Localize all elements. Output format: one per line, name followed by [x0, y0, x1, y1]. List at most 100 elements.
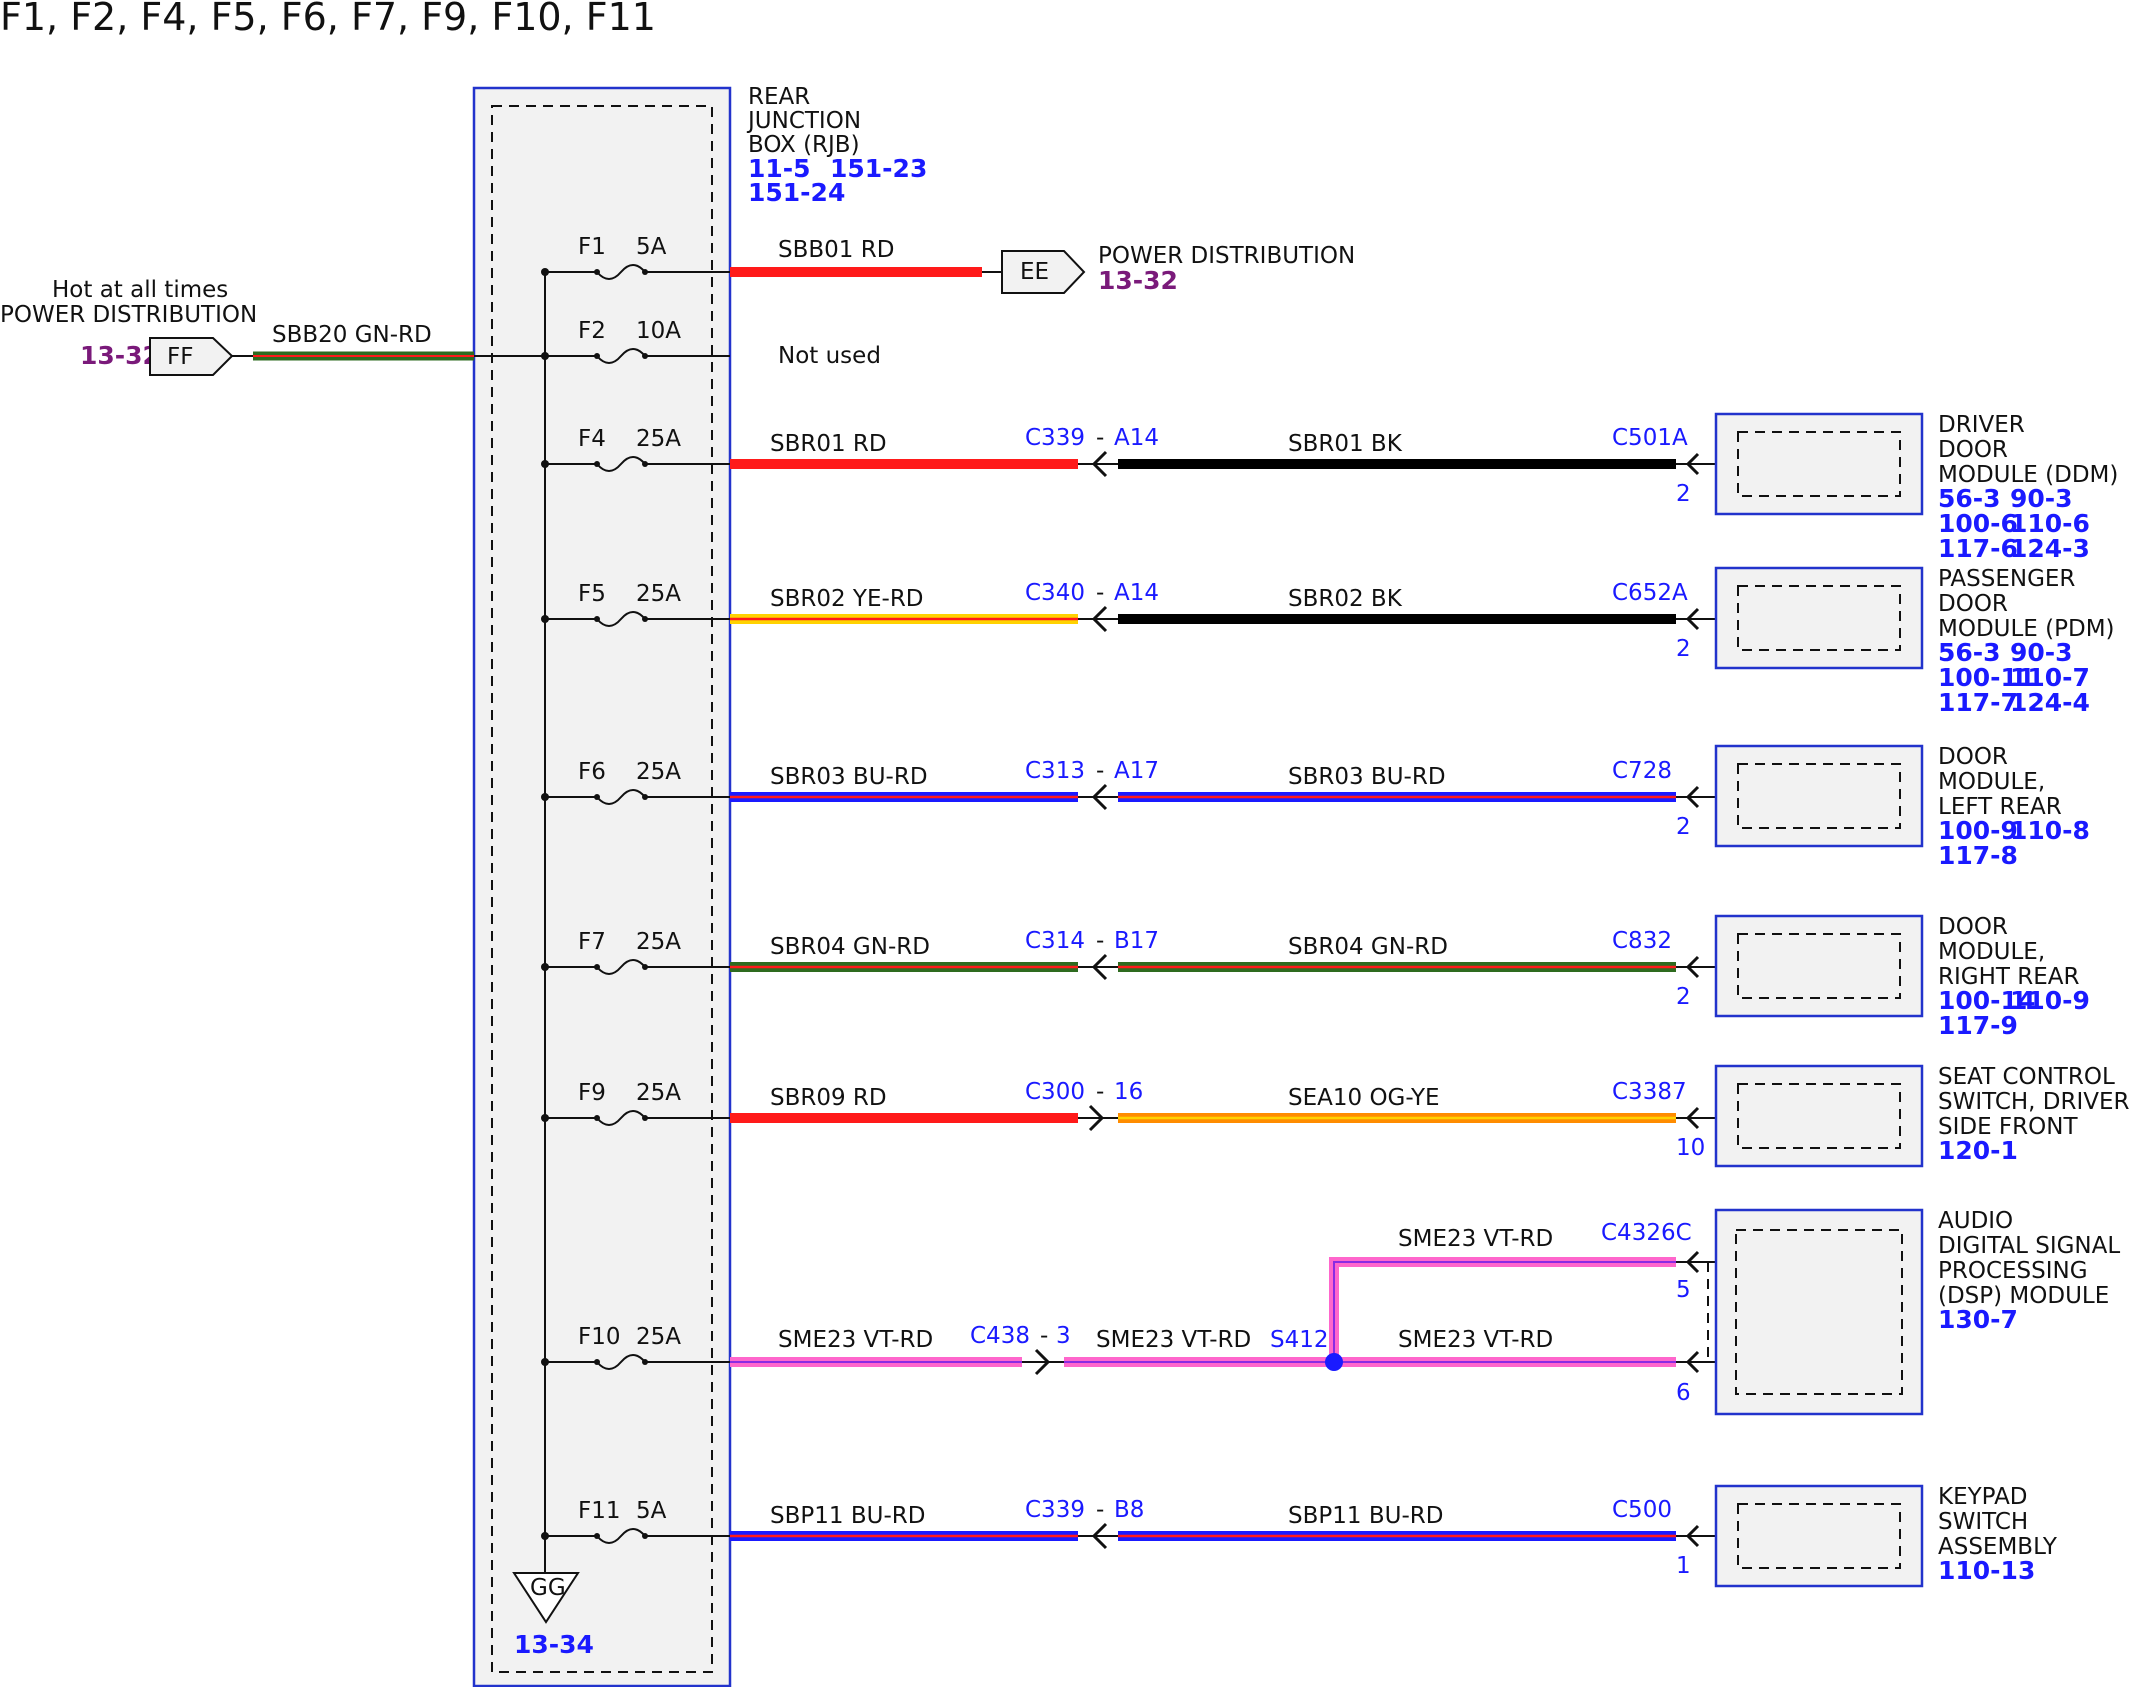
- connector-ff[interactable]: [149, 337, 234, 376]
- inline-connector-label[interactable]: C314: [1025, 928, 1085, 954]
- inline-connector-label[interactable]: C339: [1025, 1497, 1085, 1523]
- dsp-name-line: (DSP) MODULE: [1938, 1283, 2109, 1309]
- module-ref-link[interactable]: 56-3: [1938, 638, 2001, 667]
- power-distribution-label: POWER DISTRIBUTION: [1098, 243, 1355, 269]
- end-pin-label: 2: [1676, 814, 1691, 840]
- rjb-ref-link[interactable]: 11-5: [748, 154, 811, 183]
- rjb-ref-link[interactable]: 151-24: [748, 178, 845, 207]
- module-ref-link[interactable]: 117-7: [1938, 688, 2018, 717]
- module-box[interactable]: [1714, 566, 1924, 670]
- end-connector-label[interactable]: C500: [1612, 1497, 1672, 1523]
- fuse-f4-symbol[interactable]: [596, 456, 646, 472]
- fuse-id-label: F1: [578, 234, 606, 260]
- connector-ee[interactable]: [1001, 250, 1086, 294]
- inline-connector-arrow: [1091, 605, 1108, 633]
- fuse-f6-symbol[interactable]: [596, 789, 646, 805]
- pin-6-label: 6: [1676, 1380, 1691, 1406]
- end-connector-label[interactable]: C3387: [1612, 1079, 1687, 1105]
- module-box[interactable]: [1714, 1064, 1924, 1168]
- fuse-f7-symbol[interactable]: [596, 959, 646, 975]
- end-connector-label[interactable]: C501A: [1612, 425, 1688, 451]
- module-name-line: RIGHT REAR: [1938, 964, 2079, 990]
- module-name-line: DRIVER: [1938, 412, 2025, 438]
- input-line-2: POWER DISTRIBUTION: [0, 302, 257, 328]
- module-ref-link[interactable]: 100-11: [1938, 663, 2035, 692]
- dsp-module-box[interactable]: [1714, 1208, 1924, 1416]
- fuse-terminal: [594, 1115, 600, 1121]
- end-pin-label: 2: [1676, 481, 1691, 507]
- module-box[interactable]: [1714, 412, 1924, 516]
- connector-c438-pin: 3: [1056, 1323, 1071, 1349]
- module-ref-link[interactable]: 110-6: [2010, 509, 2090, 538]
- module-box[interactable]: [1714, 914, 1924, 1018]
- fuse-terminal: [594, 269, 600, 275]
- rear-junction-box[interactable]: [472, 86, 732, 1687]
- fuse-f11-symbol[interactable]: [596, 1528, 646, 1544]
- fuse-terminal: [642, 616, 648, 622]
- module-ref-link[interactable]: 90-3: [2010, 484, 2073, 513]
- connector-ee-label: EE: [1020, 259, 1049, 285]
- splice-s412-label[interactable]: S412: [1270, 1327, 1329, 1353]
- fuse-f1-symbol[interactable]: [596, 264, 646, 280]
- power-distribution-ref-link[interactable]: 13-32: [1098, 266, 1178, 295]
- ground-label: GG: [530, 1575, 566, 1601]
- fuse-terminal: [594, 616, 600, 622]
- fuse-f9-symbol[interactable]: [596, 1110, 646, 1126]
- module-ref-link[interactable]: 100-14: [1938, 986, 2035, 1015]
- module-ref-link[interactable]: 100-9: [1938, 816, 2018, 845]
- dsp-ref-link[interactable]: 130-7: [1938, 1305, 2018, 1334]
- module-ref-link[interactable]: 90-3: [2010, 638, 2073, 667]
- connector-c4326c-label[interactable]: C4326C: [1601, 1220, 1692, 1246]
- input-ref-link[interactable]: 13-32: [80, 341, 160, 370]
- bus-node: [541, 268, 549, 276]
- fuse-f10-symbol[interactable]: [596, 1354, 646, 1370]
- module-ref-link[interactable]: 110-9: [2010, 986, 2090, 1015]
- module-box[interactable]: [1714, 1484, 1924, 1588]
- module-ref-link[interactable]: 110-8: [2010, 816, 2090, 845]
- module-box[interactable]: [1714, 744, 1924, 848]
- inline-connector-label[interactable]: C313: [1025, 758, 1085, 784]
- fuse-f5-symbol[interactable]: [596, 611, 646, 627]
- module-ref-link[interactable]: 117-6: [1938, 534, 2018, 563]
- module-ref-link[interactable]: 117-9: [1938, 1011, 2018, 1040]
- module-ref-link[interactable]: 124-3: [2010, 534, 2090, 563]
- module-ref-link[interactable]: 117-8: [1938, 841, 2018, 870]
- wire-label: SBR01 BK: [1288, 431, 1403, 457]
- fuse-rating-label: 25A: [636, 929, 681, 955]
- splice-s412-dot[interactable]: [1325, 1353, 1343, 1371]
- inline-connector-arrow: [1091, 450, 1108, 478]
- fuse-f2-symbol[interactable]: [596, 348, 646, 364]
- inline-connector-label[interactable]: C340: [1025, 580, 1085, 606]
- inline-connector-arrow: [1091, 1522, 1108, 1550]
- wire-label: SBR09 RD: [770, 1085, 887, 1111]
- ground-gg[interactable]: GG: [512, 1572, 580, 1624]
- module-ref-link[interactable]: 120-1: [1938, 1136, 2018, 1165]
- dsp-name-line: AUDIO: [1938, 1208, 2013, 1234]
- inline-connector-pin: B17: [1114, 928, 1159, 954]
- wire-label: SEA10 OG-YE: [1288, 1085, 1440, 1111]
- module-ref-link[interactable]: 56-3: [1938, 484, 2001, 513]
- connector-c438-label[interactable]: C438: [970, 1323, 1030, 1349]
- inline-connector-label[interactable]: C339: [1025, 425, 1085, 451]
- end-connector-label[interactable]: C728: [1612, 758, 1672, 784]
- end-pin-label: 2: [1676, 636, 1691, 662]
- module-ref-link[interactable]: 110-7: [2010, 663, 2090, 692]
- inline-connector-label[interactable]: C300: [1025, 1079, 1085, 1105]
- rjb-ref-link[interactable]: 151-23: [830, 154, 927, 183]
- ground-ref-link[interactable]: 13-34: [514, 1630, 594, 1659]
- module-ref-link[interactable]: 100-6: [1938, 509, 2018, 538]
- end-connector-label[interactable]: C652A: [1612, 580, 1688, 606]
- svg-text:-: -: [1040, 1323, 1048, 1349]
- end-connector-label[interactable]: C832: [1612, 928, 1672, 954]
- module-ref-link[interactable]: 110-13: [1938, 1556, 2035, 1585]
- module-ref-link[interactable]: 124-4: [2010, 688, 2090, 717]
- module-name-line: ASSEMBLY: [1938, 1534, 2058, 1560]
